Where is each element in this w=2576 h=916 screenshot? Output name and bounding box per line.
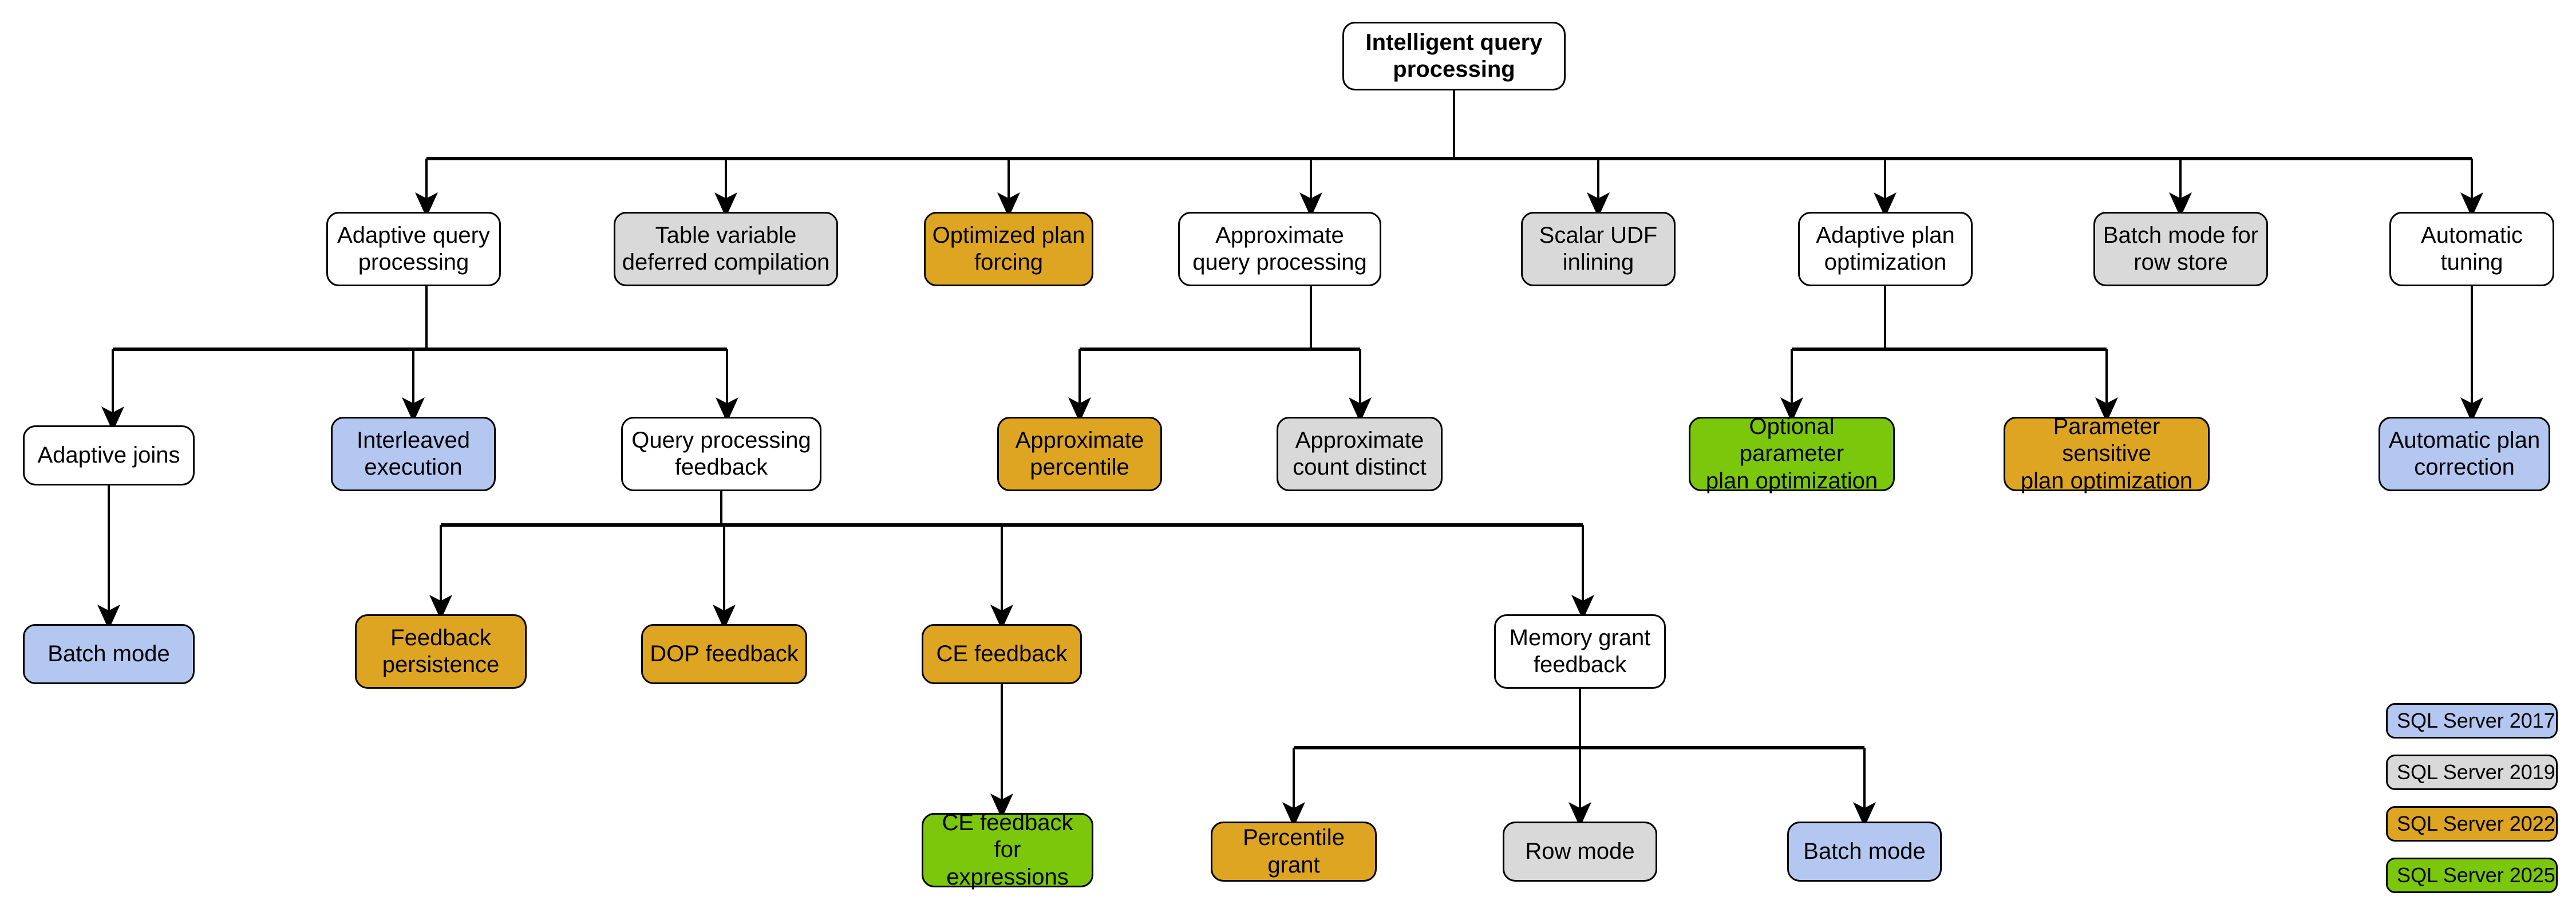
node-adaptive-joins[interactable]: Adaptive joins: [23, 425, 195, 485]
node-batch-mode-adaptive-joins[interactable]: Batch mode: [23, 624, 195, 684]
node-automatic-plan-correction[interactable]: Automatic plan correction: [2379, 417, 2550, 491]
node-label: Query processing feedback: [631, 427, 811, 480]
node-label: Feedback persistence: [382, 625, 500, 677]
node-label: Memory grant feedback: [1509, 625, 1651, 677]
legend-item-sql-server-2019: SQL Server 2019: [2386, 755, 2558, 790]
node-label: Automatic plan correction: [2388, 427, 2541, 480]
node-label: Optimized plan forcing: [932, 222, 1085, 275]
node-label: Row mode: [1525, 838, 1635, 864]
node-label: Intelligent query processing: [1365, 29, 1543, 82]
node-label: DOP feedback: [650, 641, 799, 666]
node-percentile-grant[interactable]: Percentile grant: [1211, 822, 1377, 882]
node-label: Automatic tuning: [2421, 222, 2523, 275]
legend-label: SQL Server 2017: [2397, 709, 2555, 732]
node-batch-mode-memory-grant[interactable]: Batch mode: [1787, 822, 1942, 882]
node-automatic-tuning[interactable]: Automatic tuning: [2389, 212, 2554, 286]
legend-item-sql-server-2025: SQL Server 2025: [2386, 858, 2558, 893]
node-label: Percentile grant: [1243, 825, 1345, 878]
node-table-variable-deferred-compilation[interactable]: Table variable deferred compilation: [614, 212, 838, 286]
node-label: Approximate query processing: [1192, 222, 1367, 275]
node-memory-grant-feedback[interactable]: Memory grant feedback: [1494, 614, 1666, 689]
legend-item-sql-server-2017: SQL Server 2017: [2386, 703, 2558, 739]
node-label: Scalar UDF inlining: [1539, 222, 1658, 275]
node-label: Optional parameter plan optimization: [1705, 414, 1878, 493]
node-label: Interleaved execution: [357, 427, 470, 480]
node-label: Table variable deferred compilation: [622, 222, 830, 275]
node-scalar-udf-inlining[interactable]: Scalar UDF inlining: [1521, 212, 1676, 286]
node-feedback-persistence[interactable]: Feedback persistence: [355, 614, 527, 689]
node-optional-parameter-plan-optimization[interactable]: Optional parameter plan optimization: [1689, 414, 1895, 493]
node-dop-feedback[interactable]: DOP feedback: [641, 624, 807, 684]
node-query-processing-feedback[interactable]: Query processing feedback: [621, 417, 821, 491]
node-label: Batch mode: [1803, 838, 1926, 864]
node-label: Approximate percentile: [1015, 427, 1144, 480]
node-label: Batch mode: [48, 641, 170, 666]
node-ce-feedback-for-expressions[interactable]: CE feedback for expressions: [922, 810, 1093, 890]
node-label: Approximate count distinct: [1293, 427, 1427, 480]
node-row-mode[interactable]: Row mode: [1503, 822, 1657, 882]
node-label: Batch mode for row store: [2103, 222, 2259, 275]
legend-label: SQL Server 2022: [2397, 812, 2555, 835]
legend-item-sql-server-2022: SQL Server 2022: [2386, 806, 2558, 842]
node-approximate-query-processing[interactable]: Approximate query processing: [1178, 212, 1381, 286]
node-intelligent-query-processing[interactable]: Intelligent query processing: [1342, 22, 1566, 90]
node-ce-feedback[interactable]: CE feedback: [922, 624, 1082, 684]
node-label: Adaptive plan optimization: [1816, 222, 1955, 275]
legend-label: SQL Server 2025: [2397, 863, 2555, 887]
node-interleaved-execution[interactable]: Interleaved execution: [331, 417, 496, 491]
node-approximate-percentile[interactable]: Approximate percentile: [997, 417, 1162, 491]
node-adaptive-query-processing[interactable]: Adaptive query processing: [326, 212, 501, 286]
node-label: Parameter sensitive plan optimization: [2020, 414, 2193, 493]
node-parameter-sensitive-plan-optimization[interactable]: Parameter sensitive plan optimization: [2004, 414, 2210, 493]
node-label: CE feedback for expressions: [942, 810, 1073, 890]
node-adaptive-plan-optimization[interactable]: Adaptive plan optimization: [1798, 212, 1973, 286]
node-label: Adaptive joins: [37, 442, 180, 468]
node-approximate-count-distinct[interactable]: Approximate count distinct: [1277, 417, 1443, 491]
node-label: CE feedback: [936, 641, 1068, 666]
node-batch-mode-for-row-store[interactable]: Batch mode for row store: [2093, 212, 2268, 286]
legend-label: SQL Server 2019: [2397, 760, 2555, 784]
node-label: Adaptive query processing: [337, 222, 490, 275]
node-optimized-plan-forcing[interactable]: Optimized plan forcing: [924, 212, 1093, 286]
